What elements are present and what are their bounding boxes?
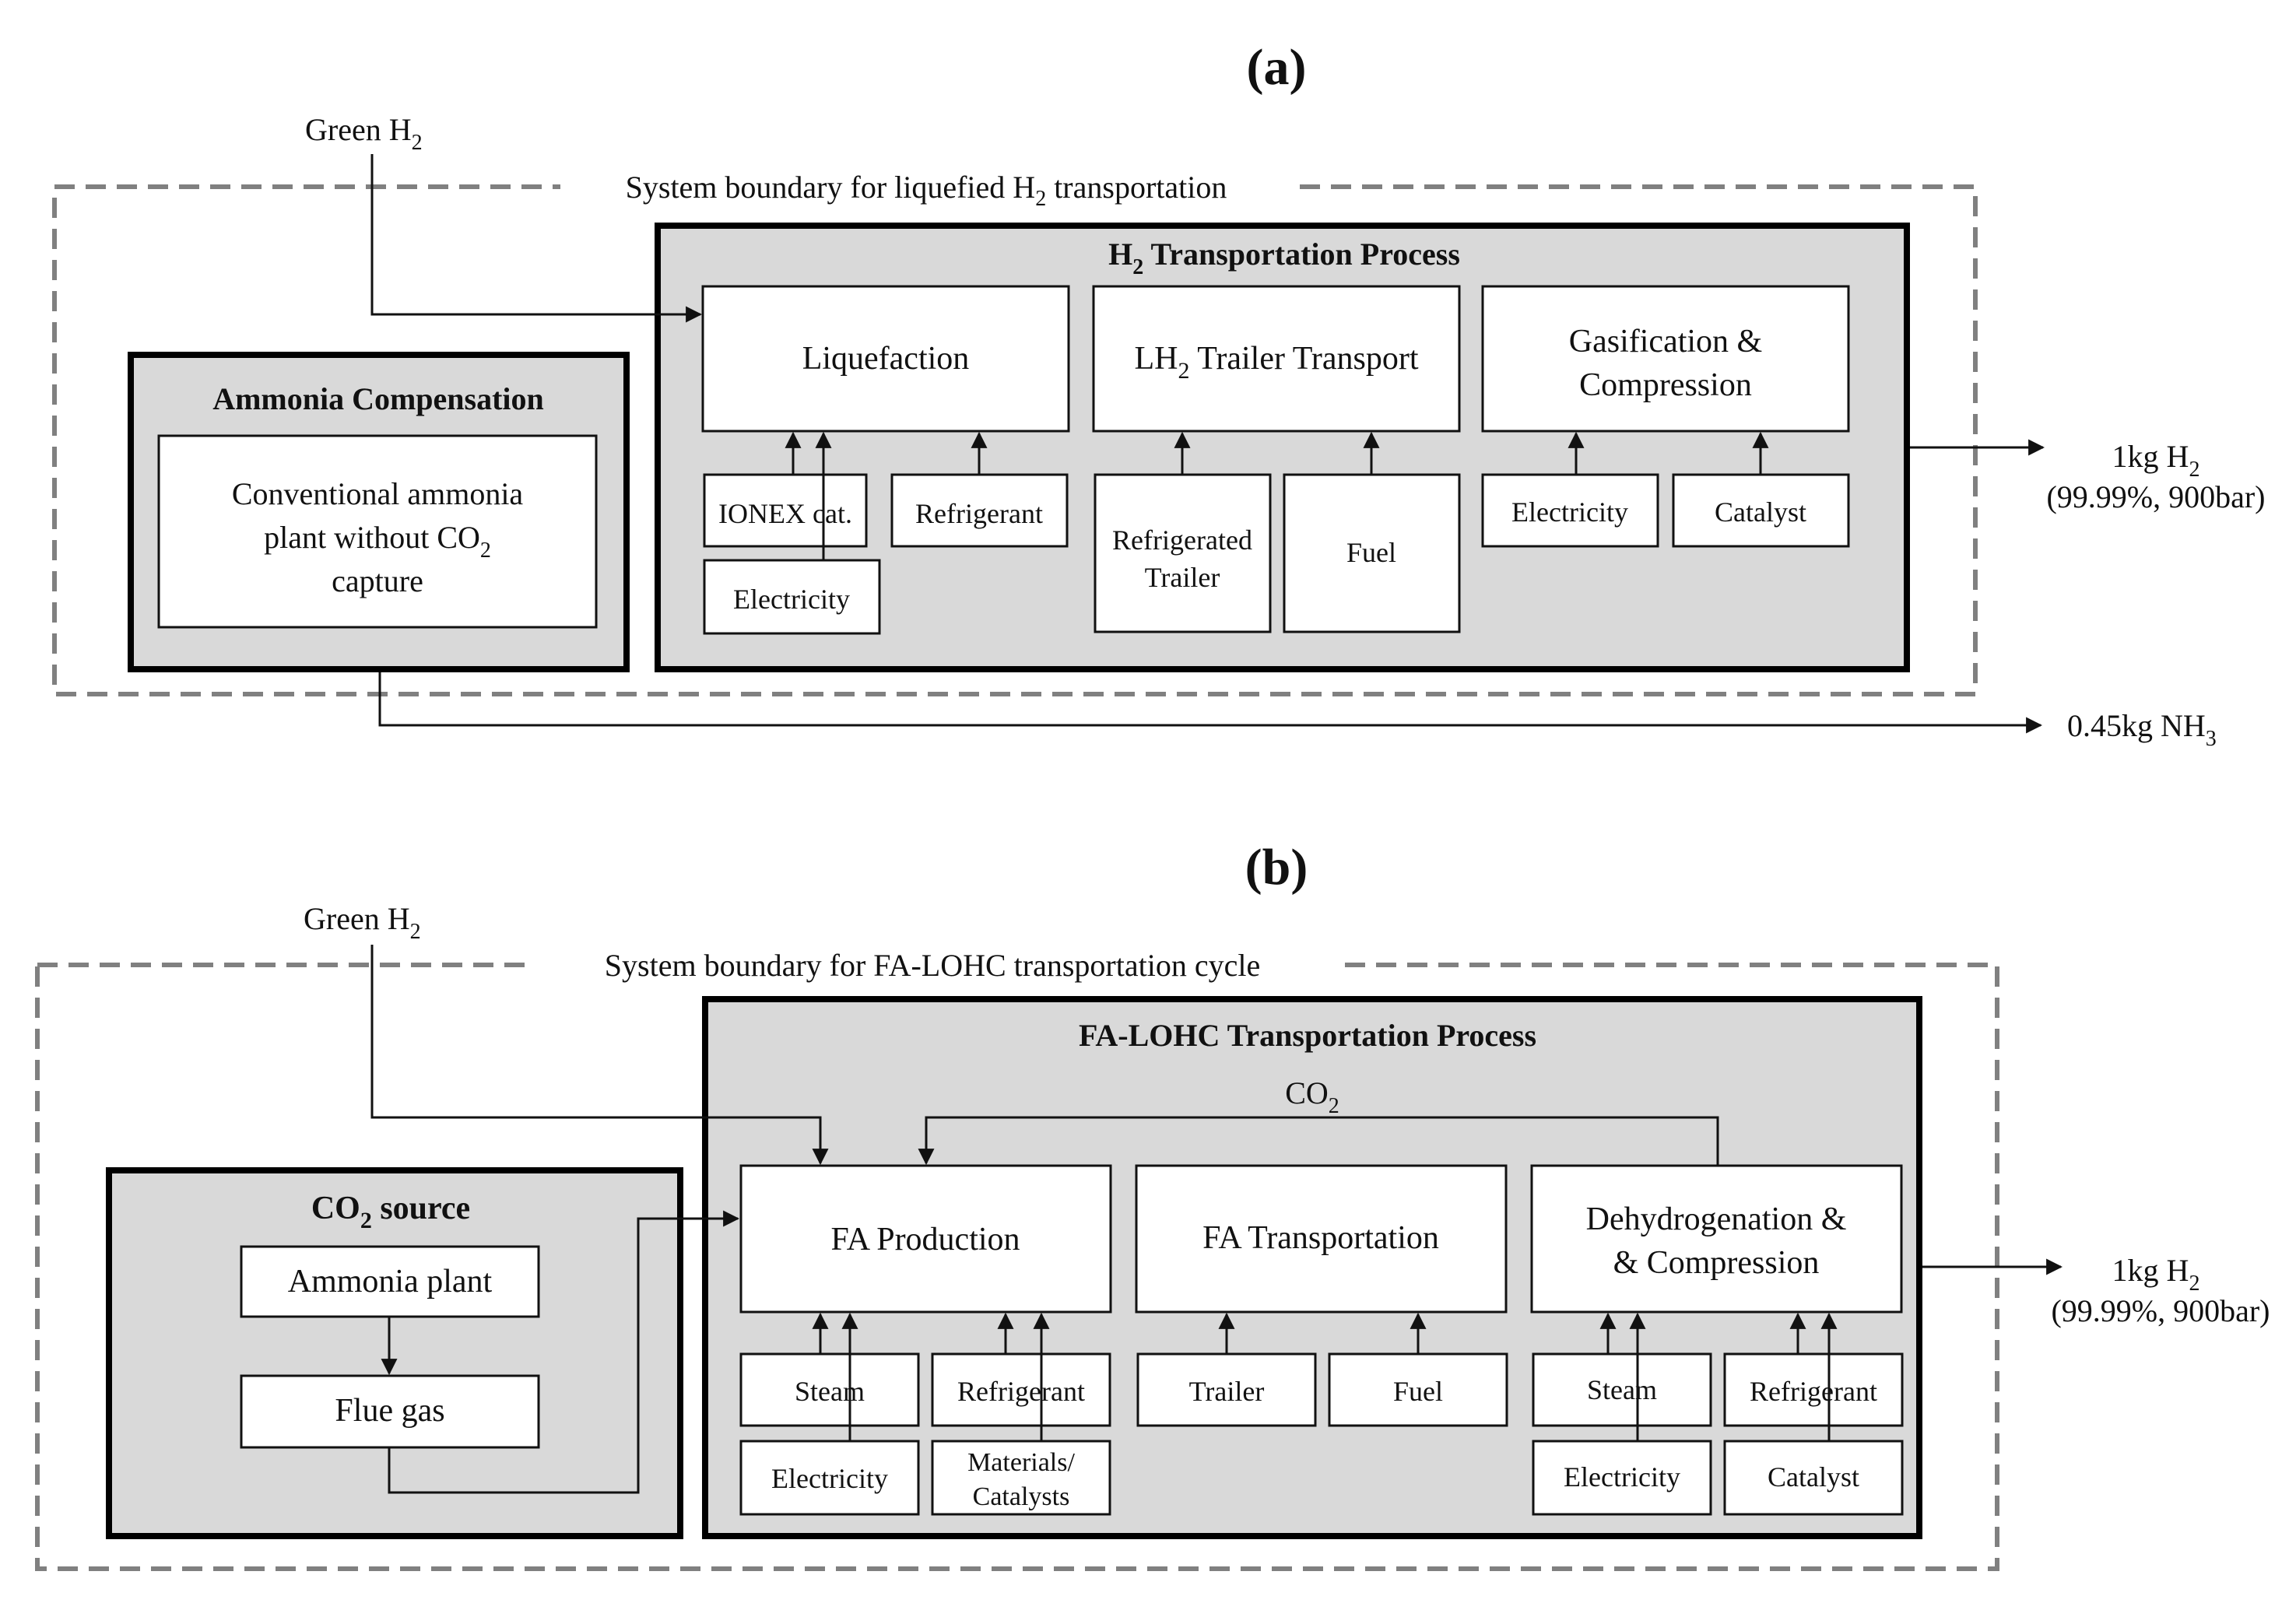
ionex-catalyst-label: IONEX cat. — [718, 498, 852, 529]
output-nh3-label: 0.45kg NH3 — [2067, 708, 2217, 751]
catalyst-box-b — [1723, 1440, 1904, 1516]
fa-transportation-box — [1135, 1164, 1508, 1314]
flue-gas-label: Flue gas — [335, 1393, 444, 1429]
catalyst-gasification-box — [1672, 473, 1850, 548]
catalyst-gasification-label: Catalyst — [1715, 496, 1806, 528]
refrigerant-box-2 — [1723, 1352, 1904, 1427]
fuel-label-a: Fuel — [1346, 537, 1396, 568]
fuel-box-a — [1283, 473, 1461, 633]
green-h2-to-liquefaction-arrow — [370, 154, 703, 323]
refrigerant-liquefaction-label: Refrigerant — [915, 498, 1043, 529]
panel-b-label: (b) — [1245, 839, 1308, 896]
electricity-label-1: Electricity — [771, 1463, 888, 1494]
ammonia-output-arrow — [378, 672, 2043, 734]
catalyst-label-b: Catalyst — [1768, 1461, 1859, 1493]
ammonia-box-line2: plant without CO2 — [264, 520, 491, 563]
electricity-liquefaction-box — [703, 559, 881, 635]
output-h2-label-a: 1kg H2 — [2112, 439, 2200, 482]
refrigerant-label-1: Refrigerant — [957, 1376, 1085, 1407]
gasification-line2: Compression — [1579, 367, 1752, 403]
ammonia-box-line3: capture — [332, 563, 423, 598]
steam-label-1: Steam — [795, 1376, 865, 1407]
trailer-box — [1136, 1352, 1317, 1427]
electricity-liquefaction-label: Electricity — [733, 584, 850, 615]
co2-recycle-arrow — [918, 1116, 1719, 1166]
dehydrogenation-line1: Dehydrogenation & — [1586, 1201, 1847, 1237]
electricity-gasification-label: Electricity — [1511, 496, 1628, 528]
conventional-ammonia-plant-box — [157, 434, 598, 629]
ammonia-plant-label: Ammonia plant — [288, 1264, 493, 1300]
electricity-gasification-box — [1481, 473, 1659, 548]
fa-production-label: FA Production — [830, 1222, 1020, 1257]
panel-a: (a) Green H2 System boundary for liquefi… — [52, 39, 2266, 751]
fa-transportation-label: FA Transportation — [1202, 1220, 1439, 1256]
lh2-trailer-transport-label: LH2 Trailer Transport — [1134, 341, 1418, 384]
electricity-box-1 — [739, 1440, 920, 1516]
panel-a-boundary-label: System boundary for liquefied H2 transpo… — [626, 170, 1227, 211]
gasification-line1: Gasification & — [1569, 324, 1762, 360]
gasification-compression-box — [1481, 285, 1850, 433]
ammonia-box-line1: Conventional ammonia — [232, 476, 524, 511]
flue-gas-to-fa-production-arrow — [388, 1210, 740, 1494]
panel-a-boundary-label-bg — [560, 168, 1292, 207]
refrigerant-box-1 — [931, 1352, 1111, 1427]
refrigerated-trailer-line1: Refrigerated — [1112, 524, 1252, 556]
dehydrogenation-line2: & Compression — [1613, 1245, 1820, 1281]
panel-b-boundary-label-bg — [529, 946, 1339, 985]
trailer-label: Trailer — [1189, 1376, 1265, 1407]
ammonia-plant-box — [240, 1245, 540, 1318]
fa-lohc-process-title: FA-LOHC Transportation Process — [1079, 1018, 1536, 1053]
liquefaction-label: Liquefaction — [802, 341, 970, 377]
fa-production-box — [739, 1164, 1112, 1314]
refrigerant-liquefaction-box — [890, 473, 1069, 548]
materials-catalysts-box — [931, 1440, 1111, 1516]
output-h2-spec-b: (99.99%, 900bar) — [2051, 1293, 2270, 1328]
co2-recycle-label: CO2 — [1285, 1075, 1339, 1118]
steam-box-1 — [739, 1352, 920, 1427]
panel-b-green-h2-label: Green H2 — [304, 901, 421, 944]
fuel-box-b — [1328, 1352, 1508, 1427]
panel-b: (b) Green H2 System boundary for FA-LOHC… — [35, 839, 2270, 1571]
materials-line2: Catalysts — [973, 1482, 1070, 1511]
ionex-catalyst-box — [703, 473, 868, 548]
panel-a-label: (a) — [1247, 39, 1307, 96]
dehydrogenation-compression-box — [1530, 1164, 1903, 1314]
steam-box-2 — [1532, 1352, 1712, 1427]
refrigerated-trailer-line2: Trailer — [1145, 562, 1220, 593]
liquefaction-box — [701, 285, 1070, 433]
h2-transportation-process-title: H2 Transportation Process — [1108, 237, 1460, 279]
panel-b-boundary-label: System boundary for FA-LOHC transportati… — [605, 948, 1260, 983]
lh2-trailer-transport-box — [1092, 285, 1461, 433]
steam-label-2: Steam — [1587, 1374, 1657, 1405]
green-h2-to-fa-production-arrow — [370, 945, 829, 1166]
output-h2-spec-a: (99.99%, 900bar) — [2046, 479, 2265, 514]
co2-source-title: CO2 source — [311, 1191, 470, 1233]
electricity-box-2 — [1532, 1440, 1712, 1516]
panel-a-green-h2-label: Green H2 — [305, 112, 423, 155]
co2-source-group — [106, 1167, 683, 1539]
flue-gas-box — [240, 1374, 540, 1449]
output-h2-label-b: 1kg H2 — [2112, 1253, 2200, 1296]
materials-line1: Materials/ — [967, 1448, 1075, 1477]
electricity-label-2: Electricity — [1564, 1461, 1680, 1493]
refrigerant-label-2: Refrigerant — [1750, 1376, 1877, 1407]
ammonia-compensation-title: Ammonia Compensation — [212, 381, 544, 416]
refrigerated-trailer-box — [1094, 473, 1272, 633]
fuel-label-b: Fuel — [1393, 1376, 1443, 1407]
